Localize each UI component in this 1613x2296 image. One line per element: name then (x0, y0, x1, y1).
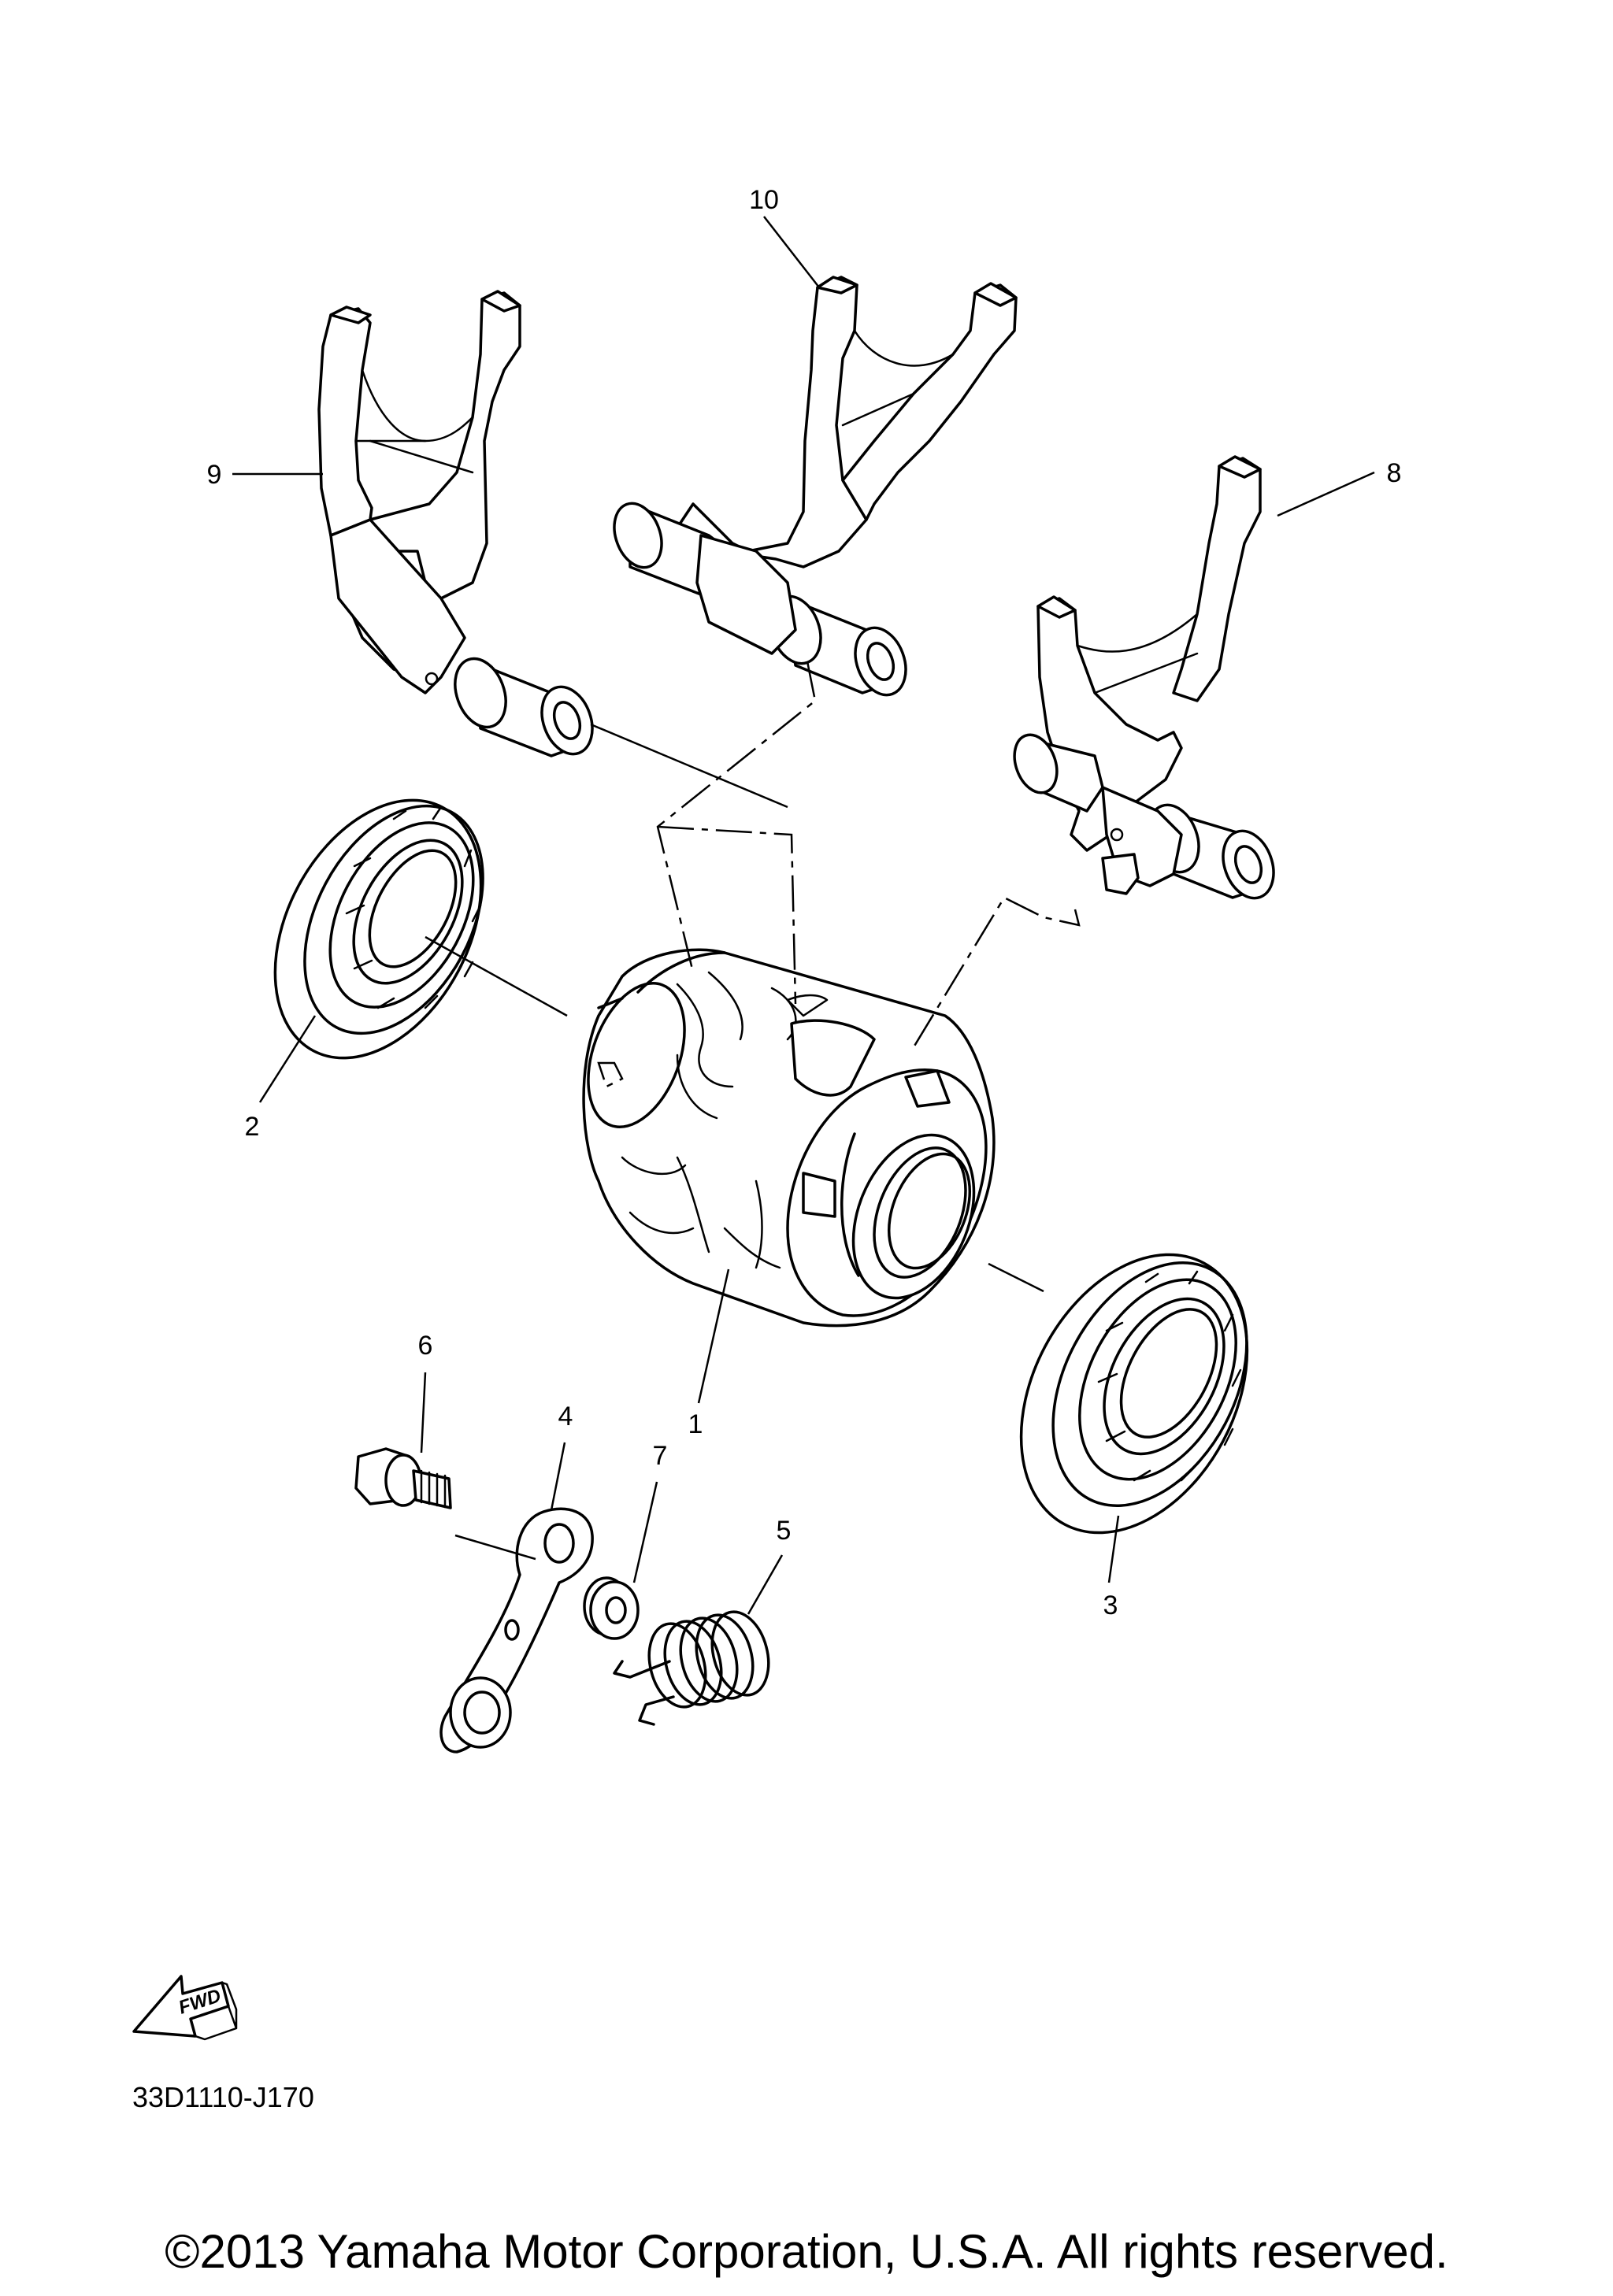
callout-2: 2 (245, 1112, 260, 1142)
bearing-2 (273, 798, 484, 1060)
callout-numbers: 1 2 3 4 5 6 7 8 9 10 (207, 185, 1402, 1620)
assembly-lines (425, 661, 1081, 1561)
bolt-6 (354, 1447, 452, 1509)
shift-fork-10 (613, 276, 1018, 697)
callout-5: 5 (777, 1516, 792, 1546)
stopper-lever-4 (439, 1507, 594, 1753)
callout-9: 9 (207, 460, 222, 490)
collar-7 (583, 1576, 640, 1640)
callout-1: 1 (688, 1409, 703, 1439)
part-code: 33D1110-J170 (132, 2081, 314, 2113)
callout-8: 8 (1387, 458, 1402, 488)
callout-10: 10 (749, 185, 779, 215)
torsion-spring-5 (613, 1610, 770, 1726)
shift-drum-1 (582, 948, 996, 1328)
leader-lines (232, 216, 1375, 1615)
shift-fork-9 (317, 290, 594, 757)
callout-4: 4 (558, 1402, 573, 1431)
callout-7: 7 (653, 1441, 668, 1471)
callout-6: 6 (418, 1331, 433, 1361)
fwd-arrow: FWD (132, 1975, 238, 2041)
callout-3: 3 (1103, 1591, 1118, 1620)
copyright-notice: ©2013 Yamaha Motor Corporation, U.S.A. A… (165, 2225, 1448, 2278)
shift-fork-8 (1013, 455, 1275, 900)
bearing-3 (1019, 1253, 1249, 1535)
